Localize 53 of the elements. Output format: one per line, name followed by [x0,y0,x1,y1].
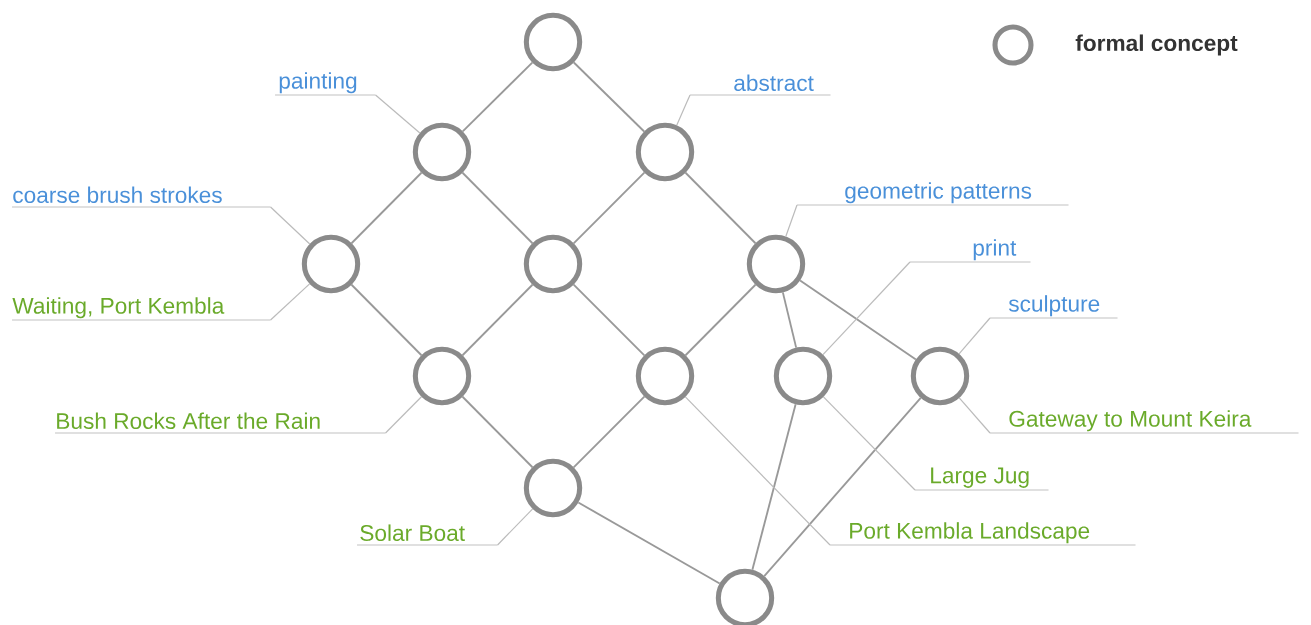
lattice-line [572,395,646,469]
lattice-line [684,283,757,357]
concept-label: sculpture [989,295,1119,319]
lattice-line [781,291,798,349]
lattice-line [350,171,423,245]
lattice-line [461,283,534,357]
concept-label: Bush Rocks After the Rain [54,412,387,434]
concept-label: Port Kembla Landscape [829,522,1137,546]
leader-line [269,206,311,245]
lattice-line [461,395,534,469]
leader-line [496,508,534,546]
leader-line [822,396,916,491]
concept-label: painting [274,72,377,96]
concept-circle [523,234,583,294]
concept-circle [910,346,970,406]
concept-circle [635,122,695,182]
leader-line [785,204,798,238]
concept-label: print [909,239,1032,263]
concept-label: Gateway to Mount Keira [989,410,1300,434]
concept-circle [773,346,833,406]
leader-line [958,317,991,355]
leader-line [374,94,421,134]
lattice-line [684,171,757,245]
concept-circle [523,12,583,72]
concept-label: Waiting, Port Kembla [11,297,272,321]
lattice-line [461,61,534,133]
concept-label: Large Jug [914,467,1050,491]
lattice-line [572,61,646,133]
concept-label: abstract [689,74,832,96]
concept-label: Solar Boat [356,524,499,546]
concept-circle [412,346,472,406]
leader-line [384,396,423,434]
concept-circle [412,122,472,182]
lattice-line [763,397,922,577]
concept-label: geometric patterns [796,182,1070,206]
lattice-line [572,171,646,245]
legend-label: formal concept [1075,34,1238,56]
concept-circle [523,458,583,518]
leader-line [676,94,691,126]
concept-circle [301,234,361,294]
lattice-line [577,501,721,585]
concept-label: coarse brush strokes [11,186,272,208]
leader-line [269,283,311,321]
lattice-line [461,171,534,245]
leader-line [958,397,991,434]
lattice-line [799,279,917,361]
leader-line [684,396,831,546]
lattice-line [350,283,423,357]
leader-line [822,261,911,356]
lattice-line [751,403,797,571]
lattice-line [572,283,646,357]
concept-circle [746,234,806,294]
concept-circle [635,346,695,406]
